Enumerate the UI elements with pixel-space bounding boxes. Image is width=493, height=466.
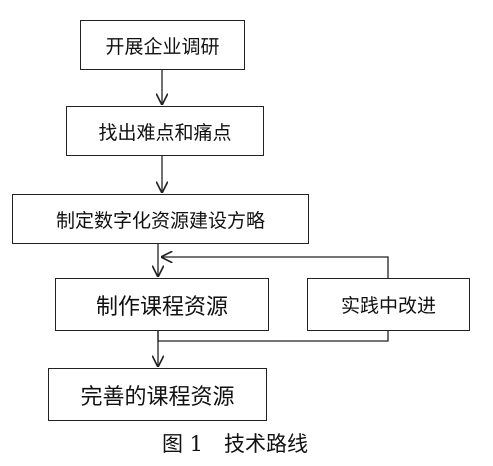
- step-identify-pain-points-label: 找出难点和痛点: [98, 121, 232, 144]
- feedback-loop-out-line: [157, 331, 389, 342]
- step-finished-course-resources: 完善的课程资源: [48, 368, 267, 421]
- step-improve-in-practice: 实践中改进: [307, 278, 470, 331]
- step-digital-resource-strategy-label: 制定数字化资源建设方略: [55, 209, 265, 232]
- step-enterprise-research-label: 开展企业调研: [105, 35, 220, 58]
- step-improve-in-practice-label: 实践中改进: [340, 295, 436, 317]
- step-finished-course-resources-label: 完善的课程资源: [80, 384, 235, 410]
- step-digital-resource-strategy: 制定数字化资源建设方略: [12, 194, 309, 244]
- step-enterprise-research: 开展企业调研: [80, 20, 245, 70]
- step-make-course-resources: 制作课程资源: [55, 278, 269, 331]
- step-make-course-resources-label: 制作课程资源: [95, 294, 228, 320]
- figure-caption: 图 1 技术路线: [161, 432, 309, 456]
- step-identify-pain-points: 找出难点和痛点: [66, 106, 264, 156]
- feedback-loop-return-line: [162, 257, 389, 278]
